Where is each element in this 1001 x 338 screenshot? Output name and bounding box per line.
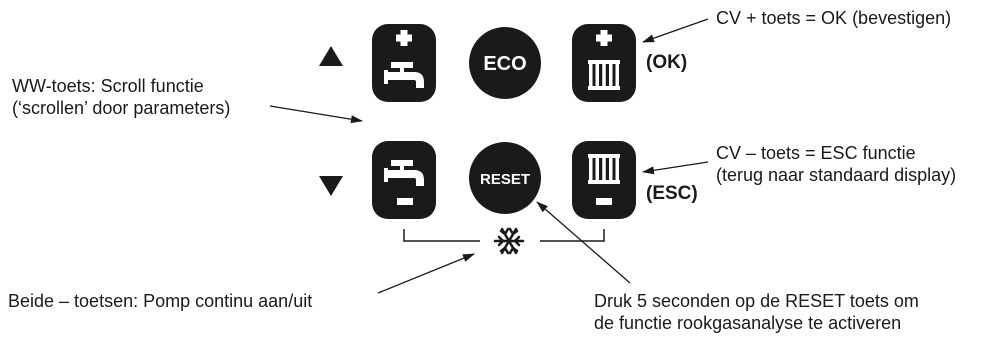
ww-annotation-line2: (‘scrollen’ door parameters) [12, 98, 231, 118]
cv-plus-callout-arrow [642, 18, 709, 43]
cv-minus-annotation-line2: (terug naar standaard display) [716, 165, 957, 185]
minus-icon [397, 198, 413, 205]
reset-button[interactable]: RESET [469, 142, 541, 214]
snowflake-icon [493, 227, 525, 255]
ww-annotation-line1: WW-toets: Scroll functie [12, 76, 204, 96]
down-arrow-icon [319, 176, 343, 196]
both-keys-callout-arrow [377, 253, 475, 294]
reset-callout-arrow [536, 201, 631, 284]
both-keys-annotation: Beide – toetsen: Pomp continu aan/uit [8, 291, 313, 311]
esc-key-label: (ESC) [646, 183, 698, 204]
reset-button-label: RESET [480, 171, 530, 188]
ww-plus-button[interactable] [372, 24, 436, 102]
up-arrow-icon [319, 46, 343, 66]
cv-plus-button[interactable] [572, 24, 636, 102]
cv-minus-callout-arrow [642, 161, 709, 175]
cv-plus-annotation: CV + toets = OK (bevestigen) [716, 8, 952, 28]
cv-minus-annotation-line1: CV – toets = ESC functie [716, 143, 916, 163]
cv-minus-button[interactable] [572, 141, 636, 219]
eco-button[interactable]: ECO [469, 27, 541, 99]
eco-button-label: ECO [483, 53, 526, 75]
reset-annotation-line2: de functie rookgasanalyse te activeren [594, 313, 902, 333]
both-minus-bracket [403, 229, 605, 242]
minus-icon [596, 198, 612, 205]
reset-annotation-line1: Druk 5 seconden op de RESET toets om [594, 291, 919, 311]
ww-callout-arrow [269, 105, 363, 124]
ok-key-label: (OK) [646, 52, 688, 73]
ww-minus-button[interactable] [372, 141, 436, 219]
